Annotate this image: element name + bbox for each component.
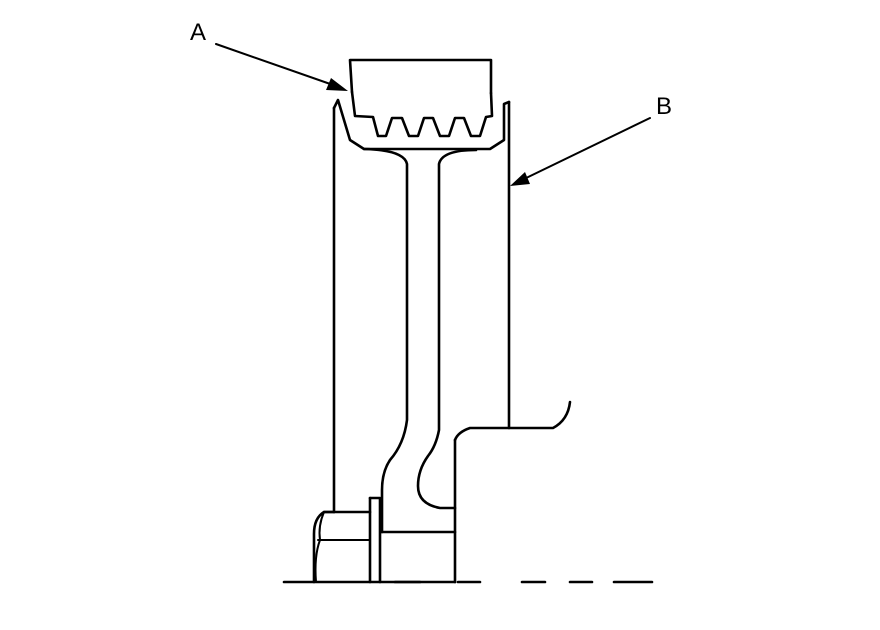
- part-b: [332, 98, 572, 584]
- part-a: [348, 58, 494, 138]
- part-a-teeth: [350, 90, 494, 138]
- leader-a: [215, 43, 348, 91]
- leader-b: [510, 117, 651, 186]
- arrowhead-a: [326, 78, 348, 91]
- shaft-bolt: [312, 496, 382, 584]
- part-b-web: [362, 147, 409, 534]
- arrowhead-b: [510, 172, 530, 186]
- callout-b: B: [656, 93, 672, 120]
- part-b-rim: [332, 98, 511, 151]
- callout-a: A: [190, 19, 206, 46]
- part-b-hub: [453, 400, 572, 442]
